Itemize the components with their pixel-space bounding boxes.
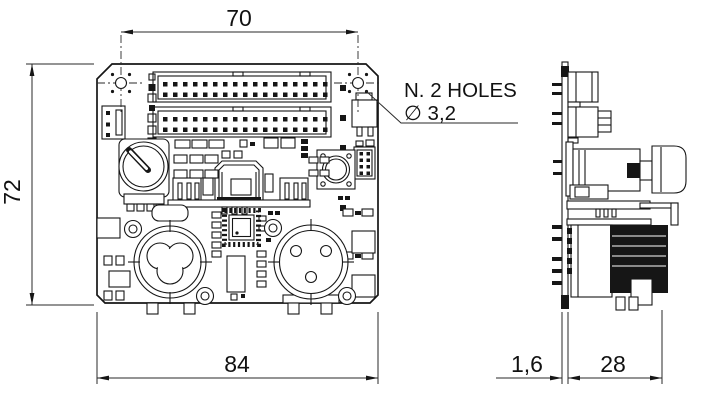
holes-annotation: N. 2 HOLES ∅ 3,2	[365, 79, 518, 125]
dim-depth-label: 28	[600, 351, 626, 377]
smd-components	[96, 137, 376, 301]
dimension-depth: 28	[568, 310, 663, 384]
front-view	[96, 34, 383, 315]
box-header-2	[152, 106, 332, 138]
dim-hole-spacing-label: 70	[226, 5, 252, 31]
leader-line	[365, 90, 518, 124]
dimension-pcb-thickness: 1,6	[496, 312, 569, 384]
side-pin-bar	[566, 200, 651, 218]
pin-header-2x4	[353, 146, 376, 180]
dimension-board-height: 72	[0, 63, 94, 306]
bottom-pin-bar	[167, 199, 311, 215]
holes-note-line2: ∅ 3,2	[404, 102, 456, 125]
dimensions: 70 72 84 1,6	[0, 5, 663, 384]
dim-board-width-label: 84	[224, 351, 250, 377]
xlr-male-connector	[263, 218, 357, 315]
dim-pcb-thickness-label: 1,6	[511, 351, 543, 377]
potentiometer	[118, 138, 170, 212]
side-box-headers	[567, 71, 612, 144]
side-potentiometer	[565, 141, 687, 200]
through-hole-pins	[552, 83, 563, 285]
connector-3pin-left	[101, 105, 126, 140]
dim-board-height-label: 72	[0, 179, 25, 205]
usb-b-connector	[214, 160, 264, 204]
to252-transistor	[351, 92, 378, 147]
pin-headers-usb-side	[172, 177, 309, 203]
dimension-board-width: 84	[96, 312, 379, 384]
dimension-hole-spacing: 70	[121, 5, 358, 35]
holes-note-line1: N. 2 HOLES	[404, 79, 517, 102]
xlr-combo-jack	[123, 204, 215, 315]
qfp-chip	[222, 208, 261, 247]
side-view	[552, 61, 687, 311]
box-header-1	[152, 71, 332, 103]
side-xlr-block	[566, 202, 679, 311]
